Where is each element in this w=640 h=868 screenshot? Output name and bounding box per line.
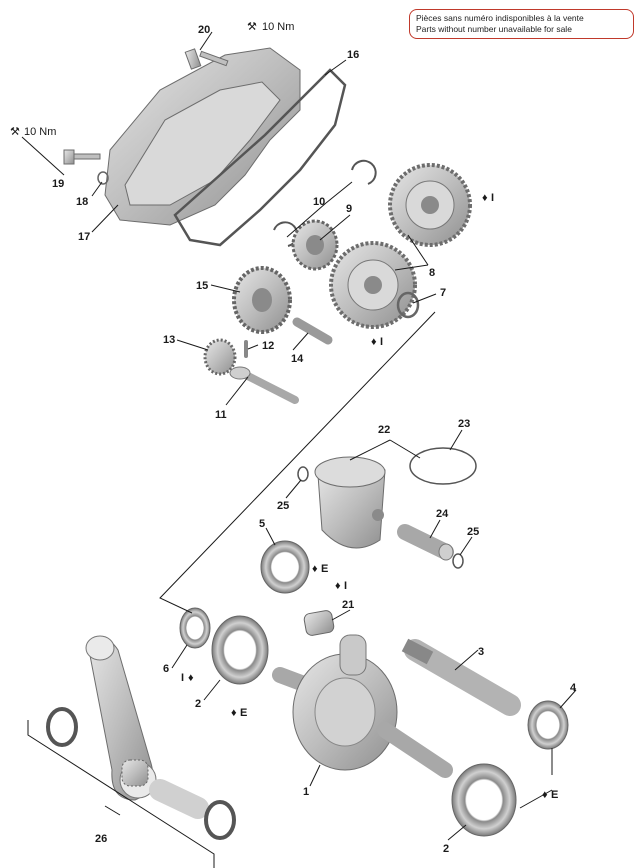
part-2-bearing-right bbox=[451, 763, 517, 837]
callout-7: 7 bbox=[440, 287, 446, 299]
part-8-gear-upper bbox=[388, 163, 472, 247]
oil-drop-icon: ♦ bbox=[482, 192, 488, 204]
callout-8: 8 bbox=[429, 267, 435, 279]
lube-mark-gear-mid: ♦ I bbox=[371, 336, 383, 348]
callout-11: 11 bbox=[215, 409, 227, 421]
leader-lines bbox=[21, 31, 577, 868]
parts-availability-notice: Pièces sans numéro indisponibles à la ve… bbox=[409, 9, 634, 39]
notice-french: Pièces sans numéro indisponibles à la ve… bbox=[416, 13, 584, 23]
part-5-bearing bbox=[260, 540, 310, 594]
part-21-needle-bearing bbox=[303, 610, 335, 636]
callout-2-left: 2 bbox=[195, 698, 201, 710]
lube-mark-bearing-2-right: ♦ E bbox=[542, 789, 558, 801]
svg-text:I: I bbox=[181, 672, 184, 684]
callout-25-upper: 25 bbox=[277, 500, 289, 512]
part-25-clip-lower bbox=[452, 553, 464, 569]
svg-text:E: E bbox=[321, 563, 328, 575]
torque-value-20: 10 Nm bbox=[262, 21, 294, 33]
callout-14: 14 bbox=[291, 353, 304, 365]
part-13-small-gear bbox=[203, 338, 237, 376]
callout-17: 17 bbox=[78, 231, 90, 243]
oil-drop-icon: ♦ bbox=[542, 789, 548, 801]
svg-text:I: I bbox=[344, 580, 347, 592]
part-11-shaft bbox=[229, 366, 299, 404]
callout-24: 24 bbox=[436, 508, 449, 520]
part-4-bearing bbox=[527, 700, 569, 750]
oil-drop-icon: ♦ bbox=[188, 672, 194, 684]
callout-4: 4 bbox=[570, 682, 577, 694]
oil-drop-icon: ♦ bbox=[335, 580, 341, 592]
callout-1: 1 bbox=[303, 786, 309, 798]
callout-25-lower: 25 bbox=[467, 526, 479, 538]
part-20-bolt bbox=[184, 48, 229, 70]
torque-label-20: ⚒ 10 Nm bbox=[247, 21, 294, 33]
part-19-bolt bbox=[63, 149, 101, 165]
part-24-piston-pin bbox=[397, 524, 454, 561]
part-1-crankshaft bbox=[272, 634, 453, 778]
wrench-icon: ⚒ bbox=[247, 21, 257, 33]
oil-drop-icon: ♦ bbox=[231, 707, 237, 719]
callout-3: 3 bbox=[478, 646, 484, 658]
part-8-gear-lower bbox=[329, 241, 417, 329]
part-15-gear bbox=[232, 266, 292, 334]
callout-21: 21 bbox=[342, 599, 354, 611]
lube-mark-seal-6: I ♦ bbox=[181, 672, 194, 684]
wrench-icon: ⚒ bbox=[10, 126, 20, 138]
part-18-washer bbox=[97, 171, 109, 185]
part-22-piston bbox=[314, 456, 386, 549]
callout-2-right: 2 bbox=[443, 843, 449, 855]
part-2-bearing-left bbox=[211, 615, 269, 685]
lube-mark-bearing-21: ♦ I bbox=[335, 580, 347, 592]
callout-12: 12 bbox=[262, 340, 274, 352]
svg-text:E: E bbox=[551, 789, 558, 801]
callout-10: 10 bbox=[313, 196, 325, 208]
callout-26: 26 bbox=[95, 833, 107, 845]
callout-13: 13 bbox=[163, 334, 175, 346]
part-9-drive-gear bbox=[291, 219, 339, 271]
svg-text:I: I bbox=[491, 192, 494, 204]
callout-9: 9 bbox=[346, 203, 352, 215]
callout-6: 6 bbox=[163, 663, 169, 675]
part-16-gasket bbox=[173, 68, 347, 247]
callout-5: 5 bbox=[259, 518, 265, 530]
callout-23: 23 bbox=[458, 418, 470, 430]
torque-label-19: ⚒ 10 Nm bbox=[10, 126, 56, 138]
oil-drop-icon: ♦ bbox=[371, 336, 377, 348]
svg-text:I: I bbox=[380, 336, 383, 348]
notice-english: Parts without number unavailable for sal… bbox=[416, 24, 572, 34]
part-7-ring bbox=[396, 291, 420, 319]
part-17-cover-housing bbox=[104, 47, 301, 226]
callout-22: 22 bbox=[378, 424, 390, 436]
part-3-shaft bbox=[401, 638, 521, 716]
callout-20: 20 bbox=[198, 24, 210, 36]
torque-value-19: 10 Nm bbox=[24, 126, 56, 138]
lube-mark-bearing-2-left: ♦ E bbox=[231, 707, 247, 719]
part-10-circlip-top bbox=[351, 159, 377, 185]
callout-15: 15 bbox=[196, 280, 208, 292]
part-23-piston-ring bbox=[409, 447, 477, 485]
callout-16: 16 bbox=[347, 49, 359, 61]
callout-19: 19 bbox=[52, 178, 64, 190]
part-26-connecting-rod-kit bbox=[46, 635, 236, 840]
svg-text:E: E bbox=[240, 707, 247, 719]
part-14-pin bbox=[292, 317, 333, 345]
part-25-clip-upper bbox=[297, 466, 309, 482]
callout-18: 18 bbox=[76, 196, 88, 208]
oil-drop-icon: ♦ bbox=[312, 563, 318, 575]
lube-mark-gear-top: ♦ I bbox=[482, 192, 494, 204]
part-6-seal bbox=[179, 607, 211, 649]
lube-mark-bearing-5: ♦ E bbox=[312, 563, 328, 575]
